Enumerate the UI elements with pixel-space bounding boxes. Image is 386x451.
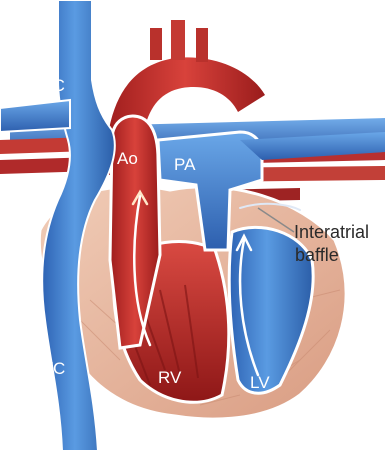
label-interatrial: Interatrial bbox=[294, 222, 369, 243]
label-rv: RV bbox=[158, 369, 181, 386]
label-ivc: IVC bbox=[37, 360, 65, 377]
label-ao: Ao bbox=[117, 150, 138, 167]
label-lv: LV bbox=[250, 374, 270, 391]
label-svc: SVC bbox=[30, 77, 65, 94]
label-pa: PA bbox=[174, 156, 195, 173]
label-baffle: baffle bbox=[295, 245, 339, 266]
